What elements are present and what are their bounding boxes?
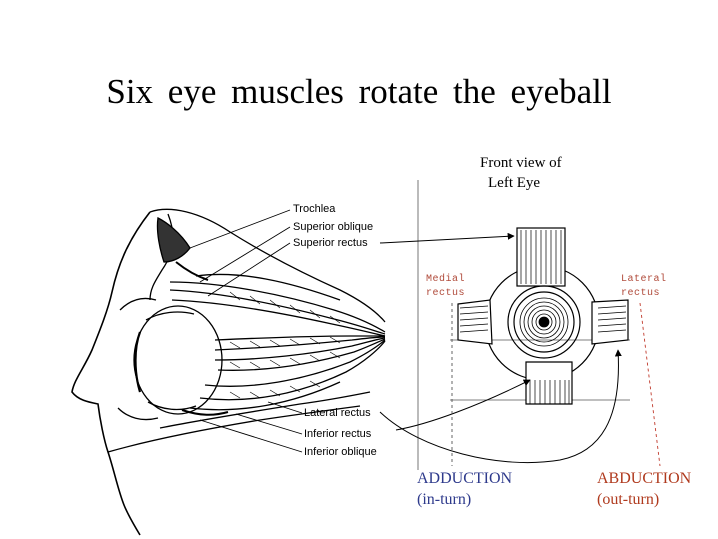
- label-lateral-rectus: Lateral rectus: [304, 407, 371, 419]
- inferior-rectus-shape: [525, 361, 573, 405]
- abduction-label: ABDUCTION (out-turn): [597, 468, 691, 510]
- label-superior-oblique: Superior oblique: [293, 221, 374, 233]
- front-view-line2: Left Eye: [488, 175, 541, 191]
- inferior-muscles: [204, 339, 386, 387]
- superior-rectus-arrow: [379, 232, 515, 244]
- lateral-muscles: [214, 335, 385, 341]
- front-pupil: [519, 297, 569, 347]
- abduction-dashed-line: [639, 302, 661, 467]
- label-superior-rectus: Superior rectus: [293, 237, 368, 249]
- adduction-label: ADDUCTION (in-turn): [417, 468, 512, 510]
- label-medial-rectus: Medial rectus: [426, 273, 465, 301]
- abduction-arrow: [379, 349, 622, 463]
- medial-rectus-shape: [457, 299, 493, 345]
- movement-arrows: [379, 349, 622, 463]
- lateral-line1: Lateral: [621, 274, 667, 285]
- front-view-illustration: [417, 180, 630, 470]
- lateral-line2: rectus: [621, 288, 661, 299]
- abduction-sub: (out-turn): [597, 491, 660, 508]
- adduction-title: ADDUCTION: [417, 470, 513, 487]
- medial-line2: rectus: [426, 288, 466, 299]
- lateral-rectus-shape: [591, 299, 629, 345]
- slide-title: Six eye muscles rotate the eyeball: [106, 72, 612, 111]
- brow-line: [149, 208, 386, 323]
- front-iris: [507, 285, 581, 359]
- trochlea-shape: [156, 217, 191, 263]
- label-trochlea: Trochlea: [293, 203, 336, 215]
- superior-muscles: [169, 289, 386, 335]
- front-view-caption: Front view of Left Eye: [462, 153, 592, 193]
- abduction-title: ABDUCTION: [597, 470, 692, 487]
- medial-line1: Medial: [426, 274, 466, 285]
- adduction-arrow: [395, 379, 531, 431]
- adduction-sub: (in-turn): [417, 491, 472, 508]
- side-leader-lines: [189, 209, 303, 453]
- label-lateral-rectus-front: Lateral rectus: [621, 273, 667, 301]
- label-inferior-oblique: Inferior oblique: [304, 446, 377, 458]
- side-eyeball: [133, 305, 223, 415]
- front-view-line1: Front view of: [480, 155, 562, 171]
- label-inferior-rectus: Inferior rectus: [304, 428, 372, 440]
- side-view-illustration: [71, 208, 386, 536]
- face-profile: [71, 211, 151, 536]
